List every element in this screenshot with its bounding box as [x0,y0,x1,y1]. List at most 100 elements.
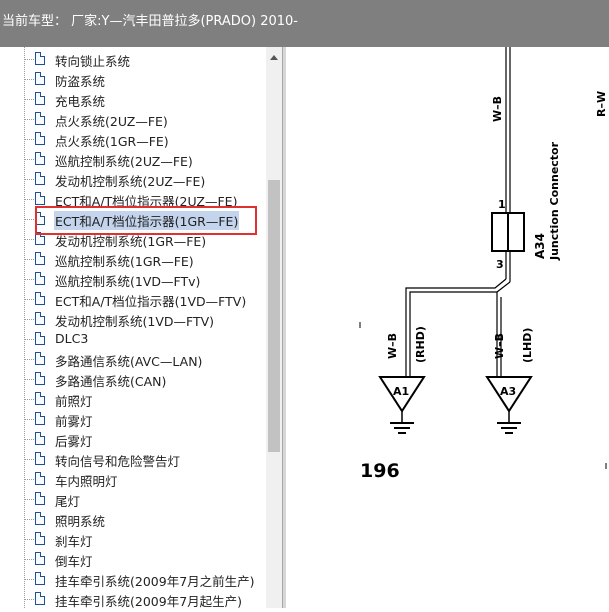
document-icon [35,292,45,305]
document-icon [35,572,45,585]
tree-item[interactable]: 防盗系统 [24,69,264,89]
tree-item[interactable]: 前雾灯 [24,409,264,429]
document-icon [35,552,45,565]
document-icon [35,512,45,525]
tree-item-label: 前照灯 [55,394,93,409]
tree-branch-line [24,119,34,120]
tree-branch-line [24,219,34,220]
tree-item-label: 防盗系统 [55,74,106,89]
tree-item-label: 巡航控制系统(1GR—FE) [55,254,194,269]
tree-item[interactable]: 刹车灯 [24,529,264,549]
tree-item[interactable]: 照明系统 [24,509,264,529]
tree-branch-line [24,539,34,540]
tree-branch-line [24,479,34,480]
document-icon [35,352,45,365]
tree-item-selected[interactable]: ECT和A/T档位指示器(1GR—FE) [24,209,264,230]
connector-id-label: A34 [533,233,547,259]
tree-item[interactable]: 多路通信系统(AVC—LAN) [24,349,264,369]
tree-item[interactable]: 多路通信系统(CAN) [24,369,264,389]
tree-item-label: 前雾灯 [55,414,93,429]
lhd-label: (LHD) [521,328,534,363]
wiring-diagram: W–B R–W 1 A34 Junction Connector 3 W–B (… [286,47,609,608]
document-icon [35,312,45,325]
document-icon [35,372,45,385]
tree-branch-line [24,439,34,440]
tree-item-label: ECT和A/T档位指示器(1VD—FTV) [55,294,247,309]
tree-branch-line [24,199,34,200]
tree-item[interactable]: 挂车牵引系统(2009年7月起生产) [24,589,264,608]
tree-branch-line [24,379,34,380]
ground-a3-symbol [485,376,533,413]
annotation-highlight-box [35,206,257,235]
tree-branch-line [24,519,34,520]
document-icon [35,192,45,205]
tree-branch-line [24,279,34,280]
rhd-label: (RHD) [414,326,427,363]
tree-item[interactable]: 倒车灯 [24,549,264,569]
document-icon [35,472,45,485]
tree-item-label: 充电系统 [55,94,106,109]
scrollbar-thumb[interactable] [268,180,280,452]
tree-branch-line [24,359,34,360]
wire-top-label: W–B [491,96,504,122]
document-icon [35,92,45,105]
document-icon [35,152,45,165]
tree-item[interactable]: ECT和A/T档位指示器(1VD—FTV) [24,289,264,309]
tree-item[interactable]: 挂车牵引系统(2009年7月之前生产) [24,569,264,589]
tree-item[interactable]: 后雾灯 [24,429,264,449]
tree-item-label: 巡航控制系统(1VD—FTv) [55,274,201,289]
pin-1-label: 1 [498,198,506,211]
tree-item[interactable]: 转向信号和危险警告灯 [24,449,264,469]
tree-item[interactable]: DLC3 [24,329,264,349]
tree-item[interactable]: 前照灯 [24,389,264,409]
ground-a3-label: A3 [500,385,516,398]
rhd-wire-inner [409,281,511,377]
tree-branch-line [24,579,34,580]
tree-item-label: 照明系统 [55,514,106,529]
tree-item[interactable]: ECT和A/T档位指示器(2UZ—FE) [24,189,264,209]
tree-branch-line [24,419,34,420]
tree-item-label: 发动机控制系统(1VD—FTV) [55,314,215,329]
tree-branch-line [24,559,34,560]
tree-item[interactable]: 转向锁止系统 [24,49,264,69]
tree-item-label: 多路通信系统(AVC—LAN) [55,354,203,369]
tree-branch-line [24,459,34,460]
tree-item[interactable]: 巡航控制系统(1VD—FTv) [24,269,264,289]
tree-branch-line [24,319,34,320]
document-icon [35,432,45,445]
tree-scrollbar[interactable] [266,47,282,608]
window-title: 当前车型： 厂家:Y—汽丰田普拉多(PRADO) 2010- [2,14,298,29]
tree-item[interactable]: 巡航控制系统(1GR—FE) [24,249,264,269]
pin-3-label: 3 [496,258,504,271]
tree-item[interactable]: 巡航控制系统(2UZ—FE) [24,149,264,169]
tree-branch-line [24,99,34,100]
tree-item-label: ECT和A/T档位指示器(2UZ—FE) [55,194,238,209]
document-icon [35,252,45,265]
tree-branch-line [24,159,34,160]
tree-branch-line [24,399,34,400]
tree-item[interactable]: 发动机控制系统(1VD—FTV) [24,309,264,329]
system-tree[interactable]: 转向锁止系统防盗系统充电系统点火系统(2UZ—FE)点火系统(1GR—FE) 巡航… [0,47,266,608]
rhd-wire-outer [405,278,507,377]
tree-item-label: 巡航控制系统(2UZ—FE) [55,154,193,169]
document-icon [35,332,45,345]
tree-item-label: 挂车牵引系统(2009年7月之前生产) [55,574,255,589]
tree-item-label: 尾灯 [55,494,81,509]
tree-item[interactable]: 点火系统(2UZ—FE) [24,109,264,129]
wire-right-label: R–W [595,91,608,117]
tree-item[interactable]: 尾灯 [24,489,264,509]
document-icon [35,492,45,505]
tree-item[interactable]: 点火系统(1GR—FE) [24,129,264,149]
tree-item[interactable]: 充电系统 [24,89,264,109]
tree-item[interactable]: 车内照明灯 [24,469,264,489]
tree-item[interactable]: 发动机控制系统(2UZ—FE) [24,169,264,189]
wire-left-label: W–B [386,333,399,359]
scroll-up-icon[interactable] [270,55,278,60]
document-icon [35,532,45,545]
pane-splitter[interactable] [282,47,287,608]
tree-item-label: 车内照明灯 [55,474,118,489]
document-icon [35,72,45,85]
tree-branch-line [24,499,34,500]
tree-item-label: 发动机控制系统(1GR—FE) [55,234,207,249]
tree-branch-line [24,79,34,80]
